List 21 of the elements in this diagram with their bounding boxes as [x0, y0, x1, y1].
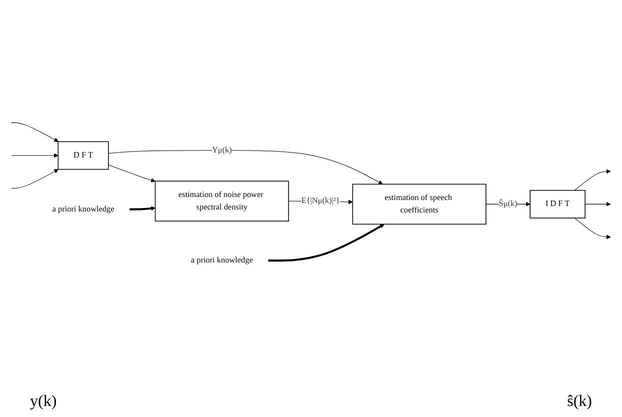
node-box: estimation of speech coefficients	[352, 184, 486, 224]
node-box: D F T	[58, 141, 109, 170]
edge-label: E{|Nμ(k)|²}	[301, 196, 340, 205]
arrow	[268, 224, 385, 262]
arrow	[108, 150, 383, 184]
edge-label: Ŝμ(k)	[498, 199, 518, 208]
arrow	[574, 218, 611, 239]
edge-label: Yμ(k)	[212, 145, 232, 154]
node-box: I D F T	[530, 190, 586, 218]
signal-label: ŝ(k)	[567, 393, 592, 411]
signal-label: y(k)	[30, 393, 57, 411]
arrow	[11, 122, 59, 142]
arrow	[574, 168, 611, 190]
arrow	[584, 202, 611, 206]
arrow	[11, 152, 58, 158]
node-text: a priori knowledge	[52, 204, 114, 214]
node-box: estimation of noise power spectral density	[154, 180, 289, 222]
arrow	[108, 164, 156, 182]
arrow	[130, 206, 156, 210]
arrow	[11, 168, 59, 188]
node-text: a priori knowledge	[190, 256, 253, 264]
